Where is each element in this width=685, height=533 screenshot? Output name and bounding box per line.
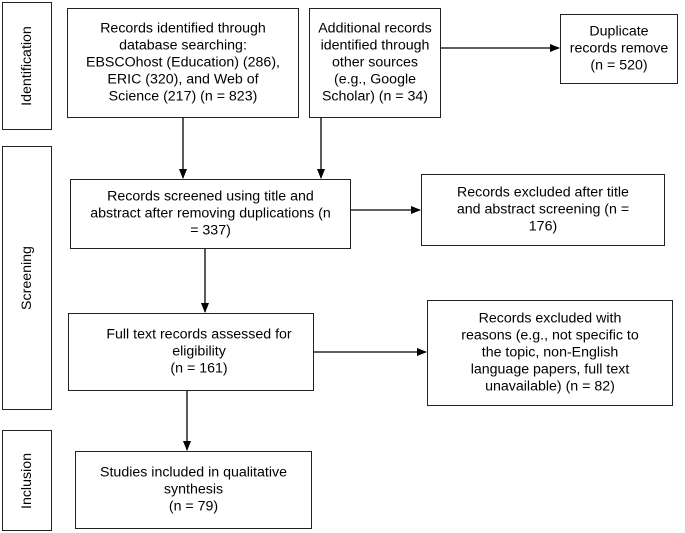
box-full-text-assessed: Full text records assessed for eligibili…: [68, 313, 314, 391]
box-full-text-assessed-text: Full text records assessed for eligibili…: [106, 326, 292, 377]
box-excluded-screening-text: Records excluded after title and abstrac…: [456, 184, 630, 235]
box-studies-included: Studies included in qualitative synthesi…: [75, 451, 312, 529]
box-records-screened: Records screened using title and abstrac…: [70, 179, 351, 249]
stage-identification: Identification: [2, 2, 52, 130]
box-other-sources-text: Additional records identified through ot…: [318, 20, 432, 105]
box-other-sources: Additional records identified through ot…: [309, 8, 441, 118]
box-duplicates-removed-text: Duplicate records remove (n = 520): [569, 23, 669, 74]
box-records-screened-text: Records screened using title and abstrac…: [90, 188, 331, 239]
box-excluded-reasons-text: Records excluded with reasons (e.g., not…: [461, 310, 639, 395]
box-database-search: Records identified through database sear…: [67, 8, 299, 118]
box-excluded-screening: Records excluded after title and abstrac…: [421, 174, 665, 246]
box-excluded-reasons: Records excluded with reasons (e.g., not…: [427, 300, 673, 406]
box-duplicates-removed: Duplicate records remove (n = 520): [560, 14, 678, 84]
stage-screening: Screening: [2, 146, 52, 410]
box-studies-included-text: Studies included in qualitative synthesi…: [100, 464, 287, 515]
box-database-search-text: Records identified through database sear…: [86, 20, 280, 105]
stage-inclusion: Inclusion: [2, 430, 52, 531]
